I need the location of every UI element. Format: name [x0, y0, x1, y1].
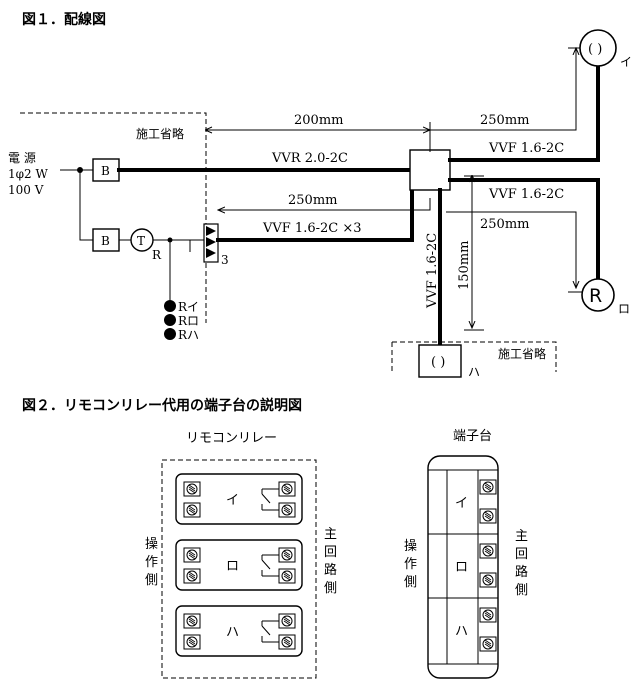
- dim-250-top-line: [430, 48, 576, 131]
- side-left-1: 操: [145, 536, 158, 552]
- side-right2-1: 主: [515, 529, 528, 544]
- switch-label-ro: Rロ: [178, 314, 199, 328]
- dim-250-top-label: 250mm: [480, 113, 529, 128]
- switch-label-i: Rイ: [178, 300, 199, 314]
- side-right2-2: 回: [515, 547, 528, 562]
- dim-250-right-line: [446, 211, 576, 288]
- dim-200-label: 200mm: [294, 113, 343, 128]
- terminal-title: 端子台: [453, 429, 492, 444]
- lamp-i-label: イ: [620, 55, 632, 69]
- terminal-label-i: イ: [455, 496, 468, 511]
- remote-switch-ha: [164, 328, 176, 340]
- cable-to-lamp-i: [448, 64, 600, 162]
- source-label-3: 100 V: [8, 183, 44, 197]
- dim-150-label: 150mm: [457, 241, 472, 290]
- cable-to-lamp-ro: [448, 178, 600, 285]
- switch-label-ha: Rハ: [178, 328, 199, 342]
- omitted-area-left: [20, 112, 207, 323]
- breaker-b1-label: B: [101, 164, 110, 178]
- terminal-label-ha: ハ: [455, 624, 468, 639]
- remote-switch-ro: [164, 314, 176, 326]
- source-label-2: 1φ2 W: [8, 167, 48, 181]
- relay-unit-ha: [175, 605, 303, 657]
- source-label-1: 電 源: [8, 151, 36, 165]
- terminal-label-ro: ロ: [455, 560, 468, 575]
- side-right2-4: 側: [515, 583, 528, 598]
- fig2-title: 図２．リモコンリレー代用の端子台の説明図: [22, 397, 302, 414]
- remote-cable: [216, 188, 414, 242]
- lamp-i: [579, 29, 617, 67]
- relay-label-ro: ロ: [226, 559, 239, 574]
- cable-to-ro-label: VVF 1.6-2C: [488, 187, 564, 202]
- side-left2-1: 操: [404, 538, 417, 554]
- cable-remote-label: VVF 1.6-2C ×3: [262, 221, 362, 236]
- lamp-ha: [418, 344, 462, 378]
- dim-250-mid-label: 250mm: [288, 193, 337, 208]
- omitted-area-bottom: [391, 341, 557, 372]
- terminal-count: 3: [221, 253, 229, 267]
- cable-main-label: VVR 2.0-2C: [271, 151, 348, 166]
- side-left-3: 側: [145, 573, 158, 588]
- transformer-label: T: [137, 234, 145, 248]
- side-left2-3: 側: [404, 575, 417, 590]
- lamp-ro: [581, 278, 615, 312]
- breaker-b2-label: B: [101, 234, 110, 248]
- lamp-ha-label: ハ: [468, 365, 480, 379]
- cable-vertical-label: VVF 1.6-2C: [425, 233, 440, 309]
- omitted-label-bottom: 施工省略: [498, 346, 546, 361]
- lamp-ro-symbol: R: [589, 285, 602, 307]
- side-right2-3: 路: [515, 564, 528, 580]
- transformer-sub-label: R: [152, 248, 162, 262]
- side-left-2: 作: [145, 555, 158, 570]
- cable-to-i-label: VVF 1.6-2C: [488, 141, 564, 156]
- side-right-4: 側: [324, 581, 337, 596]
- relay-label-i: イ: [226, 493, 239, 508]
- joint-box: [409, 149, 451, 191]
- omitted-label-left: 施工省略: [136, 126, 184, 141]
- lamp-i-symbol: ( ): [588, 42, 602, 57]
- dim-250-right-label: 250mm: [480, 217, 529, 232]
- relay-outline: [161, 459, 317, 679]
- remote-switch-i: [164, 300, 176, 312]
- side-right-3: 路: [324, 562, 337, 578]
- terminal-block: [427, 455, 499, 679]
- side-left2-2: 作: [404, 557, 417, 572]
- dim-250-mid-line: [218, 198, 431, 210]
- branch-wire: [79, 170, 93, 241]
- lamp-ro-label: ロ: [618, 302, 630, 316]
- relay-label-ha: ハ: [226, 625, 239, 640]
- side-right-2: 回: [324, 545, 337, 560]
- relay-title: リモコンリレー: [186, 431, 277, 446]
- fig1-title: 図１．配線図: [22, 11, 106, 28]
- relay-unit-i: [175, 473, 303, 525]
- lamp-ha-symbol: ( ): [431, 355, 445, 370]
- side-right-1: 主: [324, 527, 337, 542]
- relay-unit-ro: [175, 539, 303, 591]
